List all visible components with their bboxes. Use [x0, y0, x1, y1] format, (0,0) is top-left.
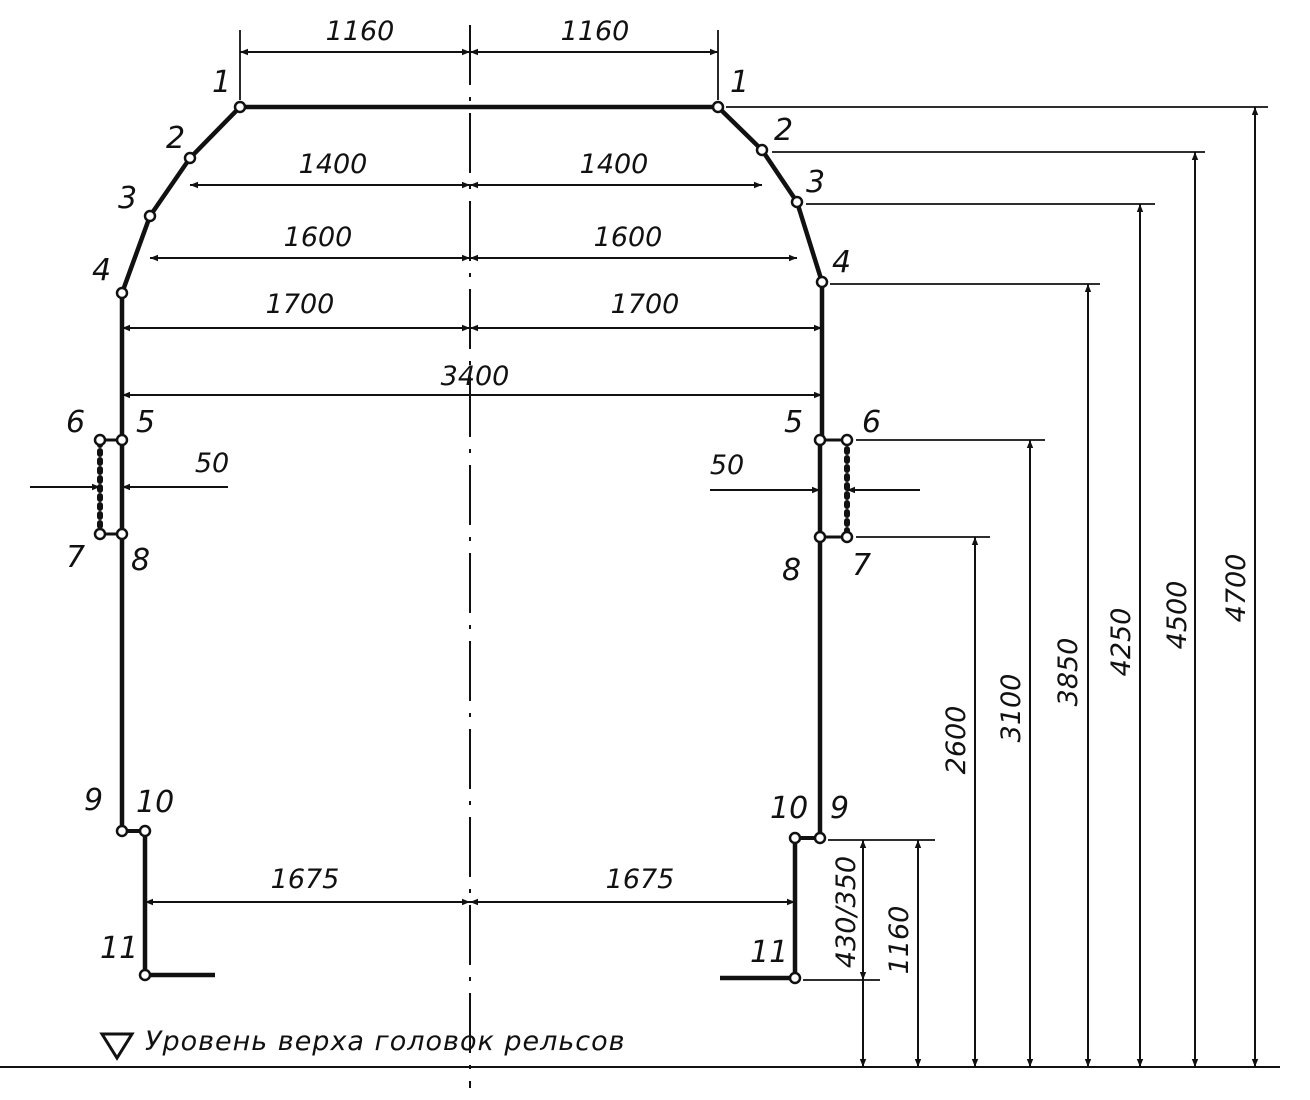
dim-label-2600: 2600 [941, 706, 972, 775]
point-marker [788, 971, 802, 985]
dim-label-1700-right: 1700 [611, 289, 680, 320]
dim-label-1400-right: 1400 [580, 149, 649, 180]
rail-level-caption: Уровень верха головок рельсов [145, 1026, 626, 1057]
dim-label-50-left: 50 [195, 448, 229, 479]
point-label-left-7: 7 [66, 540, 85, 575]
point-label-right-5: 5 [784, 405, 803, 440]
point-marker [813, 530, 827, 544]
point-label-left-4: 4 [92, 253, 111, 288]
point-label-left-11: 11 [100, 931, 138, 966]
point-label-left-10: 10 [136, 785, 174, 820]
point-marker [115, 286, 129, 300]
point-label-right-4: 4 [832, 245, 851, 280]
dim-label-1700-left: 1700 [266, 289, 335, 320]
point-marker [815, 275, 829, 289]
dim-label-3400: 3400 [441, 361, 510, 392]
point-marker [93, 433, 107, 447]
dim-label-top-right: 1160 [561, 16, 630, 47]
dim-label-1600-right: 1600 [594, 222, 663, 253]
point-label-right-10: 10 [770, 791, 808, 826]
point-marker [840, 433, 854, 447]
point-marker [813, 433, 827, 447]
height-extension-lines [726, 106, 1268, 981]
gauge-points [93, 100, 854, 985]
dim-label-430-350: 430/350 [831, 856, 862, 968]
dim-label-1600-left: 1600 [284, 222, 353, 253]
dim-label-1675-left: 1675 [271, 864, 340, 895]
point-label-right-8: 8 [782, 553, 801, 588]
dim-label-4500: 4500 [1162, 581, 1193, 650]
point-label-left-9: 9 [84, 783, 103, 818]
point-label-left-5: 5 [136, 405, 155, 440]
point-marker [788, 831, 802, 845]
point-marker [115, 527, 129, 541]
point-marker [755, 143, 769, 157]
point-marker [233, 100, 247, 114]
point-label-left-1: 1 [212, 65, 231, 100]
horizontal-dimension-lines [30, 48, 920, 906]
point-marker [138, 824, 152, 838]
point-marker [790, 195, 804, 209]
point-label-right-7: 7 [852, 548, 871, 583]
point-label-left-8: 8 [131, 543, 150, 578]
point-label-right-3: 3 [806, 165, 825, 200]
point-label-right-9: 9 [830, 791, 849, 826]
gauge-outline-upper [119, 104, 825, 440]
point-marker [115, 824, 129, 838]
dim-label-1675-right: 1675 [606, 864, 675, 895]
point-label-right-6: 6 [862, 405, 881, 440]
point-marker [183, 151, 197, 165]
point-marker [138, 968, 152, 982]
dim-label-1400-left: 1400 [299, 149, 368, 180]
dim-label-3850: 3850 [1053, 638, 1084, 707]
point-label-right-2: 2 [774, 113, 793, 148]
point-marker [711, 100, 725, 114]
point-marker [813, 831, 827, 845]
point-marker [93, 527, 107, 541]
down-triangle-icon [99, 1032, 135, 1061]
dim-label-4250: 4250 [1106, 608, 1137, 677]
vertical-dimension-lines [859, 107, 1259, 1067]
point-label-left-6: 6 [66, 405, 85, 440]
dim-label-1160-vertical: 1160 [884, 906, 915, 975]
dim-label-top-left: 1160 [326, 16, 395, 47]
point-label-left-3: 3 [118, 181, 137, 216]
point-label-right-11: 11 [750, 935, 788, 970]
point-marker [840, 530, 854, 544]
dim-label-4700: 4700 [1221, 554, 1252, 623]
point-label-left-2: 2 [166, 121, 185, 156]
point-label-right-1: 1 [730, 65, 749, 100]
point-marker [115, 433, 129, 447]
dim-label-50-right: 50 [710, 450, 744, 481]
point-marker [143, 209, 157, 223]
dim-label-3100: 3100 [996, 674, 1027, 743]
